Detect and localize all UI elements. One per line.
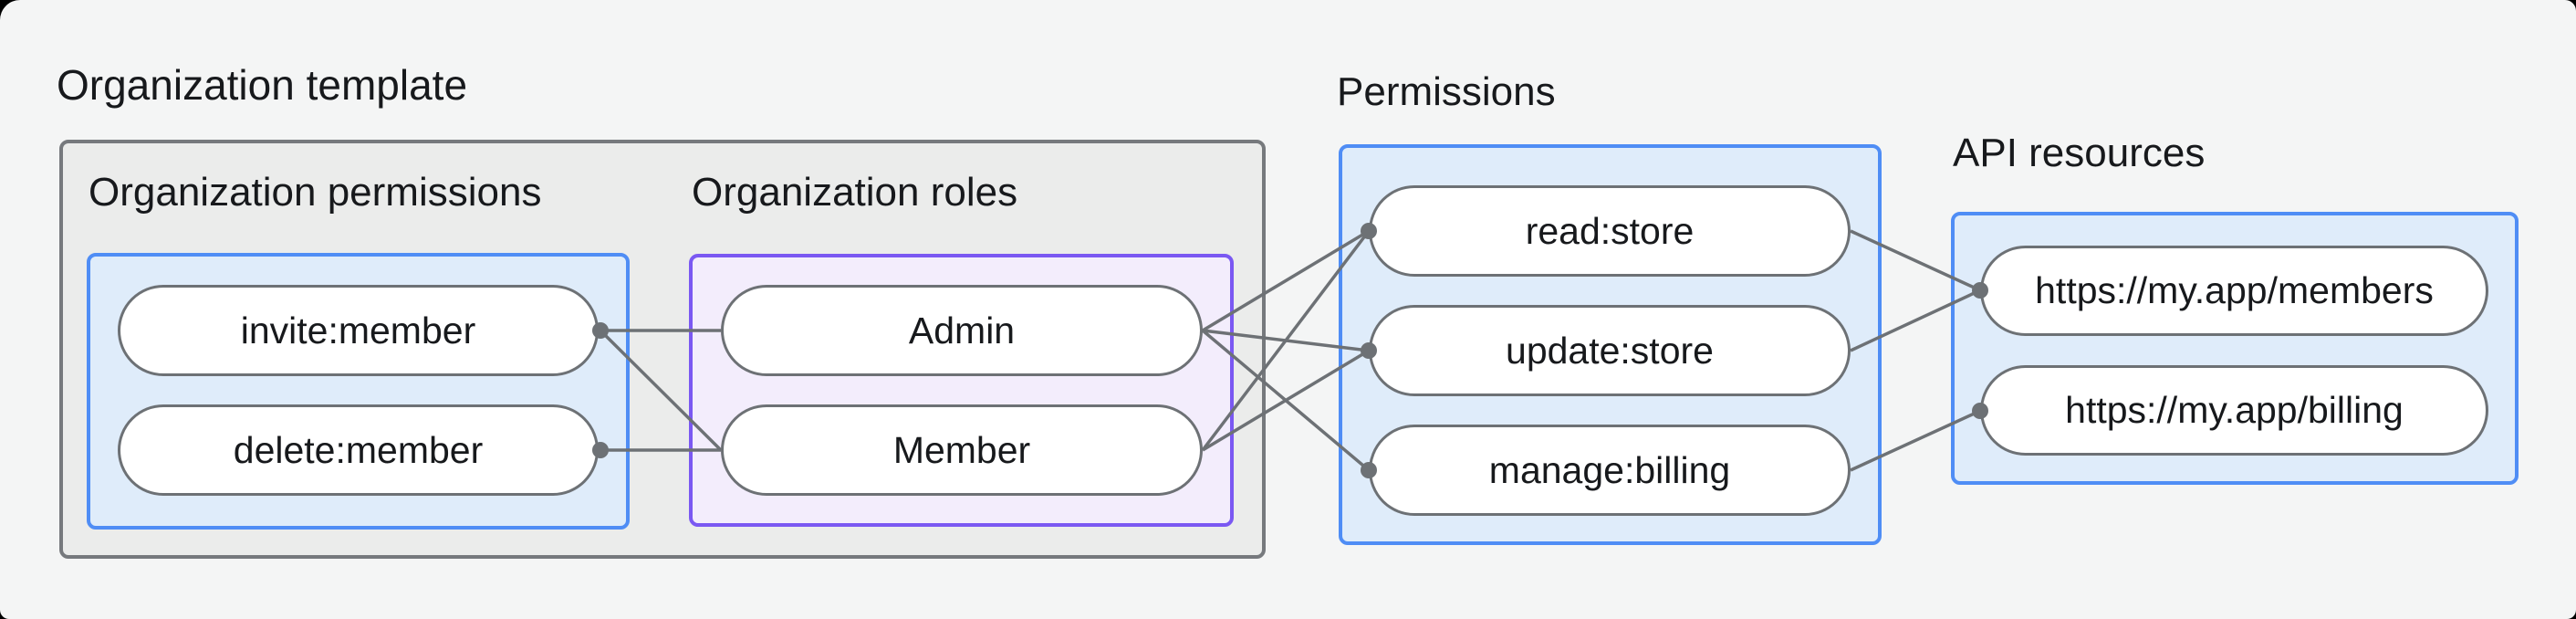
organization-permissions-label: Organization permissions [89,170,542,215]
node-read-store: read:store [1369,185,1851,277]
node-member-role: Member [721,404,1203,496]
permissions-label: Permissions [1337,69,1556,114]
api-resources-label: API resources [1953,131,2206,175]
node-manage-billing: manage:billing [1369,425,1851,516]
organization-template-title: Organization template [57,61,468,109]
organization-roles-label: Organization roles [692,170,1018,215]
node-update-store: update:store [1369,305,1851,396]
node-delete-member: delete:member [118,404,599,496]
node-api-members-url: https://my.app/members [1980,246,2488,336]
node-admin-role: Admin [721,285,1203,376]
node-invite-member: invite:member [118,285,599,376]
node-api-billing-url: https://my.app/billing [1980,365,2488,456]
